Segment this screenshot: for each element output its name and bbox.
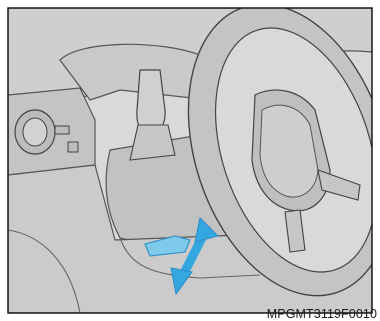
figure-caption: MPGMT3119F0010 [267, 307, 377, 321]
wiper-lever [137, 70, 165, 132]
lever-stalk [130, 125, 175, 160]
